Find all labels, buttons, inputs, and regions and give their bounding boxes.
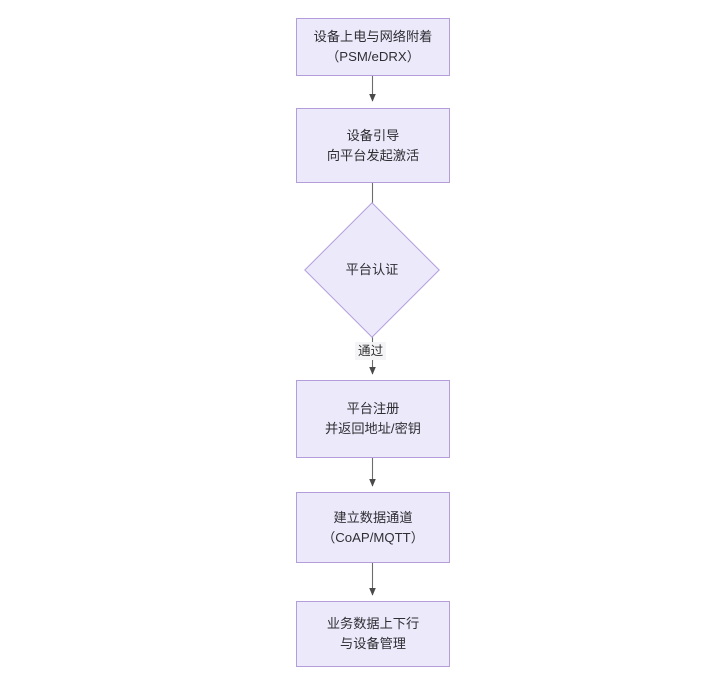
node-label: 平台注册 并返回地址/密钥 [325, 401, 421, 436]
node-platform-auth-label: 平台认证 [324, 222, 420, 318]
node-label: 设备上电与网络附着 （PSM/eDRX） [313, 29, 433, 64]
node-platform-registration[interactable]: 平台注册 并返回地址/密钥 [296, 380, 450, 458]
edge-label-pass: 通过 [355, 342, 387, 360]
node-label: 业务数据上下行 与设备管理 [326, 616, 420, 651]
node-device-power-on[interactable]: 设备上电与网络附着 （PSM/eDRX） [296, 18, 450, 76]
node-data-channel[interactable]: 建立数据通道 （CoAP/MQTT） [296, 492, 450, 563]
node-label: 平台认证 [345, 262, 399, 277]
node-business-data[interactable]: 业务数据上下行 与设备管理 [296, 601, 450, 667]
node-label: 设备引导 向平台发起激活 [326, 127, 420, 163]
node-label: 建立数据通道 （CoAP/MQTT） [322, 509, 424, 545]
node-device-bootstrap[interactable]: 设备引导 向平台发起激活 [296, 108, 450, 183]
